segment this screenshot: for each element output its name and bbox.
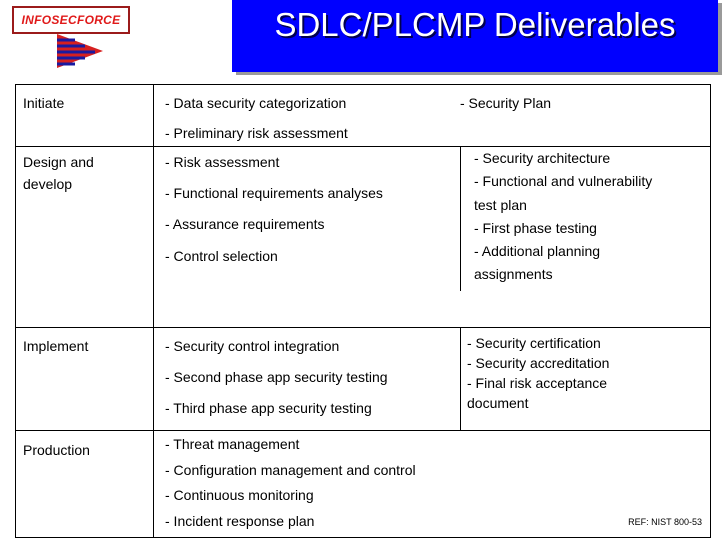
row-divider-2 [15, 327, 711, 328]
deliverable-item: - Security accreditation [467, 355, 610, 371]
deliverable-item: - Incident response plan [165, 513, 315, 529]
deliverable-item: - Preliminary risk assessment [165, 125, 348, 141]
deliverable-item: - Final risk acceptance [467, 375, 608, 391]
deliverable-item: - Security architecture [474, 150, 611, 166]
phase-label-production: Production [23, 442, 90, 458]
deliverable-item: - Data security categorization [165, 95, 347, 111]
row-divider-1 [15, 146, 711, 147]
column-divider-phase [153, 84, 154, 538]
deliverable-item: - Functional requirements analyses [165, 185, 383, 201]
phase-label-implement: Implement [23, 338, 89, 354]
deliverable-item: - Security certification [467, 335, 601, 351]
phase-label-develop: develop [23, 176, 73, 192]
logo-triangle-icon [57, 34, 103, 68]
logo-text: INFOSECFORCE [21, 13, 121, 27]
deliverable-item: - First phase testing [474, 220, 597, 236]
deliverable-item: - Functional and vulnerability [474, 173, 653, 189]
deliverable-item: assignments [474, 266, 553, 282]
deliverable-item: - Configuration management and control [165, 462, 416, 478]
deliverable-item: test plan [474, 197, 527, 213]
deliverable-item: - Assurance requirements [165, 216, 325, 232]
deliverable-item: - Continuous monitoring [165, 487, 314, 503]
page-title: SDLC/PLCMP Deliverables [274, 6, 676, 43]
row-divider-3 [15, 430, 711, 431]
logo-badge: INFOSECFORCE [12, 6, 130, 34]
reference-note: REF: NIST 800-53 [628, 517, 702, 527]
deliverable-item: - Control selection [165, 248, 278, 264]
deliverable-item: - Security control integration [165, 338, 340, 354]
deliverable-item: - Threat management [165, 436, 300, 452]
deliverable-item: - Security Plan [460, 95, 552, 111]
phase-label-design: Design and [23, 154, 94, 170]
deliverable-item: document [467, 395, 529, 411]
phase-label-initiate: Initiate [23, 95, 65, 111]
deliverable-item: - Third phase app security testing [165, 400, 372, 416]
deliverable-item: - Risk assessment [165, 154, 280, 170]
title-banner: SDLC/PLCMP Deliverables [232, 0, 718, 72]
column-divider-implement [460, 327, 461, 430]
column-divider-design [460, 146, 461, 291]
deliverable-item: - Additional planning [474, 243, 601, 259]
deliverables-table [15, 84, 711, 538]
deliverable-item: - Second phase app security testing [165, 369, 388, 385]
